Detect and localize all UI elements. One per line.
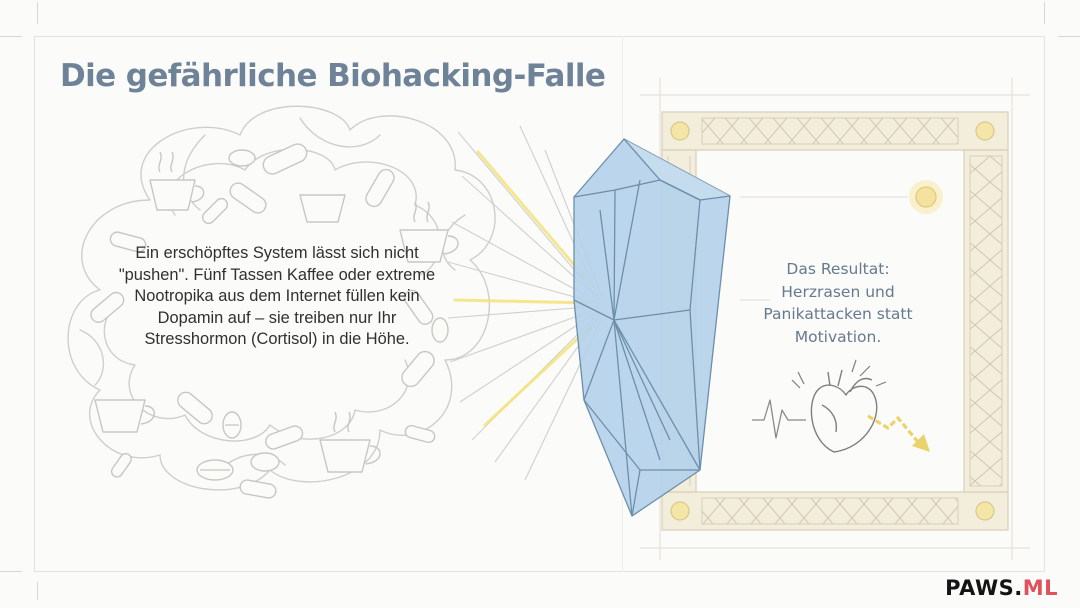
pill-capsule-icon: [404, 424, 436, 444]
crop-mark: [37, 582, 38, 600]
light-ray-icon: [476, 150, 594, 288]
crop-mark: [37, 2, 38, 24]
crop-mark: [1058, 36, 1080, 37]
pill-capsule-icon: [201, 197, 229, 225]
cloud-inner-loop: [103, 299, 410, 442]
coffee-cup-icon: [319, 411, 381, 473]
tablet-icon: [228, 149, 256, 167]
pill-capsule-icon: [109, 231, 147, 253]
explanation-text: Ein erschöpftes System lässt sich nicht …: [118, 244, 436, 348]
page-frame: [34, 36, 1045, 572]
pill-capsule-icon: [265, 425, 304, 450]
pill-capsule-icon: [229, 182, 267, 214]
page-title: Die gefährliche Biohacking-Falle: [60, 58, 606, 94]
heartbeat-line-icon: [752, 399, 806, 439]
pill-capsule-icon: [239, 479, 277, 499]
coffee-cup-icon: [149, 151, 205, 211]
brand-logo-part2: ML: [1022, 576, 1058, 600]
pill-capsule-icon: [177, 391, 213, 425]
coffee-cup-icon: [399, 201, 459, 263]
crop-mark: [0, 36, 22, 37]
brand-logo-part1: PAWS.: [945, 576, 1023, 600]
cloud-outline: [67, 105, 496, 491]
tablet-icon: [431, 317, 449, 343]
rivet-icon: [670, 121, 995, 521]
light-ray-icon: [483, 323, 594, 427]
zigzag-arrow-icon: [867, 414, 920, 444]
cloud-inner-loop: [168, 148, 441, 276]
coffee-cup-icon: [94, 399, 155, 433]
pill-capsule-icon: [262, 143, 308, 175]
pill-capsule-icon: [365, 168, 395, 208]
tablet-icon: [250, 452, 280, 472]
pill-capsule-icon: [110, 452, 132, 478]
pill-capsule-icon: [401, 350, 435, 388]
result-text: Das Resultat: Herzrasen und Panikattacke…: [763, 260, 913, 346]
glowing-rivet-icon: [915, 186, 937, 208]
coffee-cup-icon: [299, 194, 346, 223]
crop-mark: [1044, 2, 1045, 24]
heart-icon: [810, 369, 878, 453]
pill-capsule-icon: [403, 289, 434, 325]
crop-mark: [0, 571, 22, 572]
brand-logo: PAWS.ML: [945, 576, 1058, 600]
pill-capsule-icon: [90, 291, 125, 323]
light-ray-icon: [453, 298, 592, 305]
